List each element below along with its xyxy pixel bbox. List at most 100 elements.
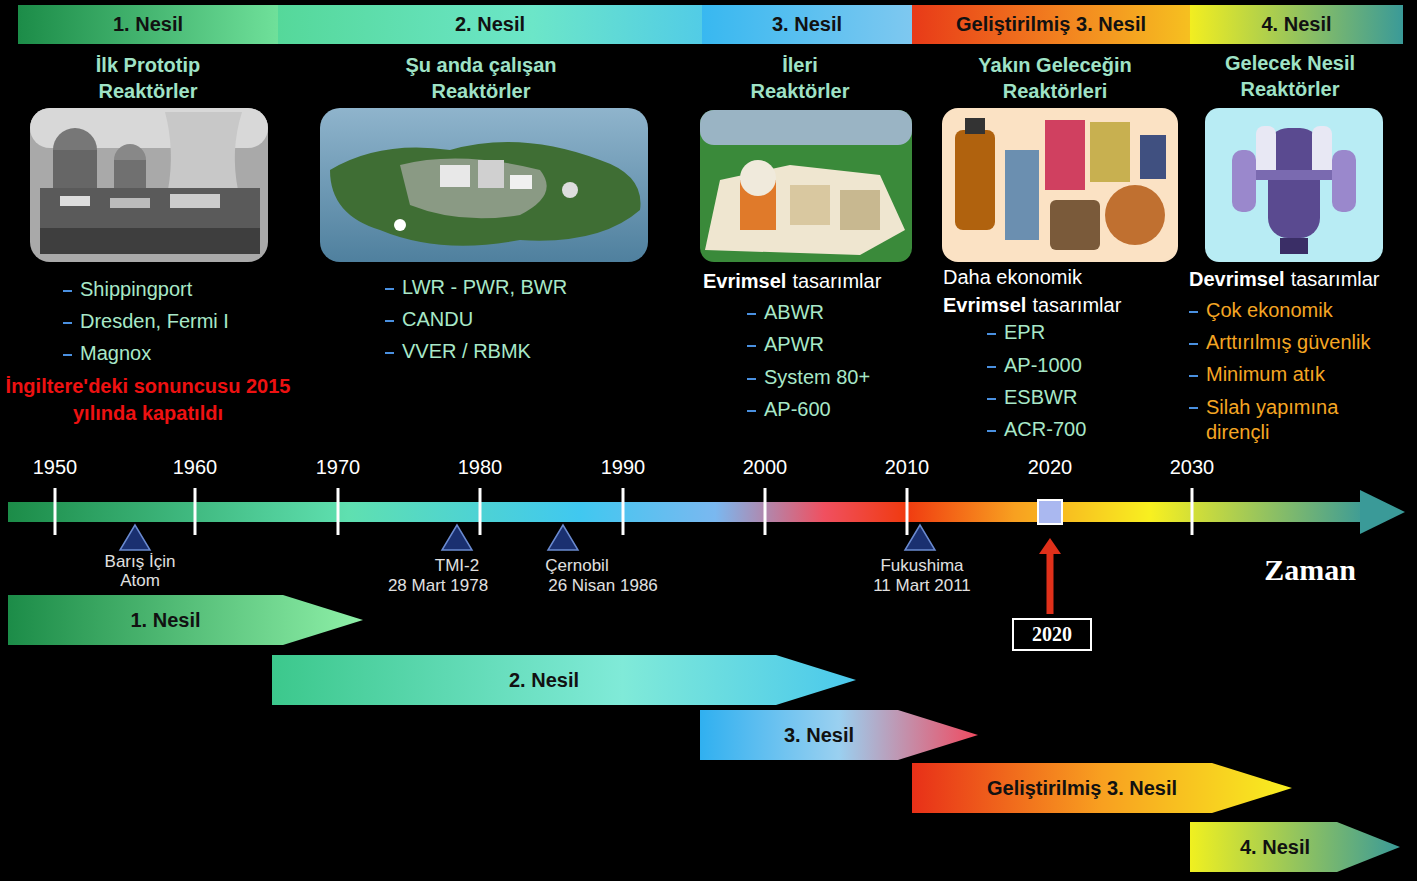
generation-header: 4. Nesil <box>1190 5 1403 44</box>
bullet-dash <box>63 354 72 356</box>
event-label: 11 Mart 2011 <box>852 576 992 596</box>
bullet-dash <box>747 313 756 315</box>
column-heading: İlk Prototip Reaktörler <box>68 52 228 104</box>
year-label: 2010 <box>872 456 942 479</box>
node-outline <box>1190 5 1403 44</box>
list-item: Dresden, Fermi I <box>80 310 229 333</box>
list-item: VVER / RBMK <box>402 340 531 363</box>
bullet-dash <box>987 366 996 368</box>
node-text: 1. Nesil <box>130 609 200 632</box>
list-item: Çok ekonomik <box>1206 299 1333 322</box>
bullet-dash <box>987 398 996 400</box>
column-heading: İleri Reaktörler <box>740 52 860 104</box>
timeline-bar <box>8 488 1405 535</box>
event-label: 28 Mart 1978 <box>368 576 508 596</box>
generation-header: 2. Nesil <box>278 5 702 44</box>
list-item: ESBWR <box>1004 386 1077 409</box>
year-label: 1970 <box>303 456 373 479</box>
node-text: 4. Nesil <box>1261 13 1331 36</box>
list-item: System 80+ <box>764 366 870 389</box>
note-text: İngiltere'deki sonuncusu 2015 yılında ka… <box>3 373 293 427</box>
description-text: Evrimsel <box>703 270 786 293</box>
bullet-dash <box>1189 311 1198 313</box>
list-item: Arttırılmış güvenlik <box>1206 331 1370 354</box>
reactor-components-4 <box>942 108 1178 262</box>
list-item: ABWR <box>764 301 824 324</box>
bullet-dash <box>987 430 996 432</box>
description-text: Daha ekonomik <box>943 266 1082 289</box>
year-label: 1990 <box>588 456 658 479</box>
node-text: 2020 <box>1032 623 1072 646</box>
description-text: tasarımlar <box>1291 268 1380 291</box>
column-heading: Yakın Geleceğin Reaktörleri <box>955 52 1155 104</box>
year-label: 2000 <box>730 456 800 479</box>
bullet-dash <box>63 322 72 324</box>
year-label: 1950 <box>20 456 90 479</box>
event-label: Fukushima <box>867 556 977 576</box>
event-marker <box>120 525 935 550</box>
node-text: 4. Nesil <box>1240 836 1310 859</box>
description-text: tasarımlar <box>792 270 881 293</box>
column-heading: Gelecek Nesil Reaktörler <box>1205 50 1375 102</box>
generation-arrow: 4. Nesil <box>1190 822 1400 872</box>
node-text: 1. Nesil <box>113 13 183 36</box>
event-label: TMI-2 <box>417 556 497 576</box>
generation-arrow: Geliştirilmiş 3. Nesil <box>912 763 1292 813</box>
node-text: 3. Nesil <box>772 13 842 36</box>
pointer-arrow <box>1039 538 1061 614</box>
node-outline <box>8 595 363 645</box>
node-outline <box>278 5 702 44</box>
bullet-dash <box>747 378 756 380</box>
generation-header: 3. Nesil <box>702 5 912 44</box>
bullet-dash <box>1189 375 1198 377</box>
list-item: Silah yapımına dirençli <box>1206 395 1381 445</box>
column-heading: Şu anda çalışan Reaktörler <box>381 52 581 104</box>
node-text: 2. Nesil <box>455 13 525 36</box>
year-label: 2030 <box>1157 456 1227 479</box>
list-item: APWR <box>764 333 824 356</box>
list-item: ACR-700 <box>1004 418 1086 441</box>
event-label: 26 Nisan 1986 <box>533 576 673 596</box>
generation-arrow: 2. Nesil <box>272 655 856 705</box>
year-label: 1980 <box>445 456 515 479</box>
list-item: EPR <box>1004 321 1045 344</box>
generation-header: Geliştirilmiş 3. Nesil <box>912 5 1190 44</box>
event-label: Barış İçin Atom <box>85 552 195 590</box>
list-item: CANDU <box>402 308 473 331</box>
node-outline <box>1013 619 1091 650</box>
node-outline <box>912 763 1292 813</box>
bullet-dash <box>385 320 394 322</box>
description-text: Devrimsel <box>1189 268 1285 291</box>
node-outline <box>700 710 978 760</box>
year-box: 2020 <box>1012 618 1092 651</box>
event-label: Çernobil <box>527 556 627 576</box>
node-outline <box>272 655 856 705</box>
node-text: 3. Nesil <box>784 724 854 747</box>
node-text: Geliştirilmiş 3. Nesil <box>956 13 1146 36</box>
plant-photo-1 <box>30 108 268 262</box>
reactor-future-5 <box>1205 108 1383 262</box>
node-text: 2. Nesil <box>509 669 579 692</box>
node-outline <box>18 5 278 44</box>
bullet-dash <box>1189 407 1198 409</box>
year-label: 2020 <box>1015 456 1085 479</box>
generation-header: 1. Nesil <box>18 5 278 44</box>
node-outline <box>912 5 1190 44</box>
year-label: 1960 <box>160 456 230 479</box>
description-text: tasarımlar <box>1032 294 1121 317</box>
bullet-dash <box>747 410 756 412</box>
axis-title: Zaman <box>1245 552 1375 587</box>
bullet-dash <box>63 290 72 292</box>
plant-photo-2 <box>320 108 648 262</box>
generation-arrow: 1. Nesil <box>8 595 363 645</box>
list-item: Magnox <box>80 342 151 365</box>
bullet-dash <box>1189 343 1198 345</box>
list-item: AP-600 <box>764 398 831 421</box>
node-outline <box>1190 822 1400 872</box>
description-text: Evrimsel <box>943 294 1026 317</box>
node-text: Geliştirilmiş 3. Nesil <box>987 777 1177 800</box>
list-item: AP-1000 <box>1004 354 1082 377</box>
bullet-dash <box>747 345 756 347</box>
bullet-dash <box>385 288 394 290</box>
bullet-dash <box>385 352 394 354</box>
